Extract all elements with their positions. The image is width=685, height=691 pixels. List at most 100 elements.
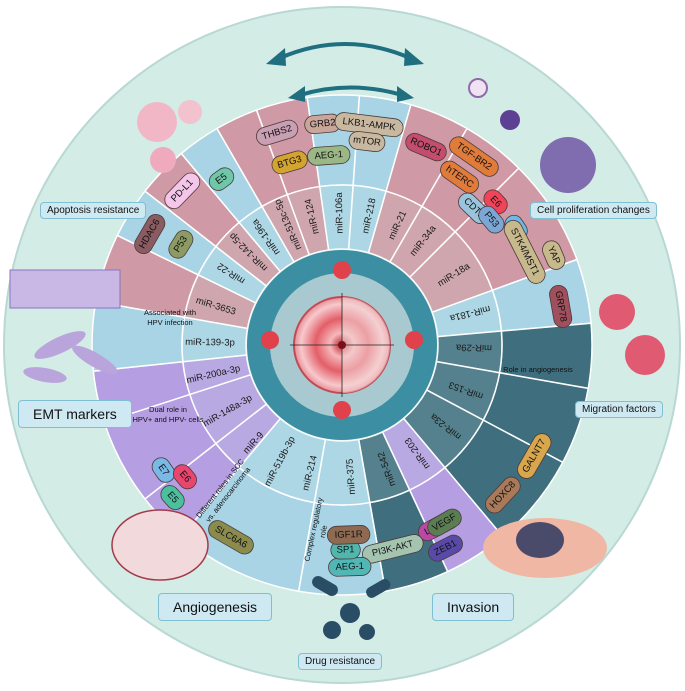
gene-badge: E6: [172, 464, 197, 490]
mirna-label: miR-106a: [334, 192, 346, 234]
gene-badge: BTG3: [271, 150, 308, 175]
gene-badge-shape: [307, 145, 351, 166]
emt-cell-row: [9, 269, 121, 309]
apoptosis-cell-3: [150, 147, 176, 173]
migration-cells-illustration: [599, 294, 665, 375]
bacteria-2: [323, 621, 341, 639]
gene-badge-shape: [208, 520, 254, 555]
arrow-middle: [299, 85, 403, 97]
gene-badge-shape: [348, 131, 386, 153]
label-migration-factors: Migration factors: [575, 401, 663, 418]
gene-badge-shape: [517, 433, 552, 479]
apoptosis-cell-2: [178, 100, 202, 124]
gene-badge-shape: [542, 240, 566, 270]
center-dot: [338, 341, 346, 349]
label-angiogenesis: Angiogenesis: [158, 593, 273, 621]
mirna-ring-sectors: [181, 184, 503, 506]
arrow-middle-right-head: [397, 86, 414, 102]
gene-badge: YAP: [542, 240, 566, 270]
mirna-sector-17: [181, 316, 249, 363]
angio-vessel-network: [111, 509, 209, 581]
emt-mesenchymal-3: [23, 367, 67, 383]
gene-badge-shape: [549, 284, 573, 328]
note-complex-line2: role: [318, 525, 329, 539]
gene-badge: P53: [168, 230, 194, 259]
gene-badge-shape: [134, 213, 166, 255]
mirna-sector-1: [318, 184, 354, 251]
bacteria-1: [340, 603, 360, 623]
virus-top: [333, 261, 351, 279]
note-angio: Role in angiogenesis: [503, 365, 573, 374]
note-hpv-line2: HPV infection: [147, 318, 192, 327]
migration-cluster-2: [625, 335, 665, 375]
migration-cluster-1: [599, 294, 635, 330]
gene-badge: E7: [151, 457, 176, 483]
mirna-sector-18: [183, 273, 257, 330]
angiogenesis-illustration: [111, 509, 209, 581]
note-dual-line2: HPV+ and HPV- cells: [132, 415, 203, 424]
gene-label: IGF1R: [334, 529, 362, 541]
gene-badge-shape: [440, 160, 480, 194]
gene-badge-shape: [255, 119, 299, 146]
label-cell-proliferation: Cell proliferation changes: [530, 202, 657, 219]
arrow-top-right-head: [404, 48, 424, 66]
gene-badge: mTOR: [348, 131, 386, 153]
mirna-sector-6: [431, 289, 503, 338]
mirna-sector-20: [214, 221, 282, 287]
gene-badge: IGF1R: [326, 525, 371, 545]
mirna-sector-9: [402, 389, 485, 469]
arrow-middle-left-head: [288, 86, 305, 102]
gene-label: AEG-1: [314, 149, 343, 162]
virus-right: [405, 331, 423, 349]
gene-badge: PI3K-AKT: [362, 534, 424, 564]
prolif-cell-1: [468, 78, 488, 98]
gene-badge: P53: [478, 205, 505, 234]
gene-badge: GALNT7: [517, 433, 552, 479]
proliferation-cells-illustration: [468, 78, 596, 193]
mirna-sector-11: [357, 431, 411, 504]
note-hpv-line1: Associated with: [144, 308, 196, 317]
prolif-cell-2: [500, 110, 520, 130]
outer-ring-sectors: [91, 94, 593, 596]
gene-badge-shape: [485, 476, 521, 514]
drug-resistance-illustration: [312, 576, 391, 640]
gene-label: mTOR: [353, 134, 382, 148]
mirna-label: miR-139-3p: [185, 337, 235, 349]
virus-bottom: [333, 401, 351, 419]
gene-badge-shape: [208, 167, 235, 191]
arrows: [266, 42, 424, 102]
mirna-sector-2: [347, 184, 388, 254]
gene-badge-shape: [405, 132, 447, 162]
gene-badge-shape: [326, 525, 371, 545]
gene-badge: VEGF: [427, 508, 462, 537]
gene-badge-shape: [449, 136, 499, 177]
gene-badge-shape: [172, 464, 197, 490]
gene-badge-shape: [160, 485, 185, 510]
bacteria-3: [359, 624, 375, 640]
mirna-label: miR-375: [344, 458, 357, 495]
arrow-top: [279, 42, 411, 60]
gene-badge: E5: [160, 485, 185, 510]
mirna-sector-8: [425, 360, 501, 422]
gene-label: E7: [156, 462, 172, 478]
apoptosis-cells-illustration: [137, 100, 202, 173]
mirna-sector-19: [197, 245, 268, 304]
gene-badge-shape: [478, 205, 505, 234]
gene-badge: LKB1-AMPK: [334, 112, 404, 138]
pill-1: [312, 576, 338, 596]
mirna-sector-10: [381, 417, 446, 492]
gene-badge-shape: [428, 534, 463, 562]
mirna-sector-22: [260, 193, 311, 263]
gene-badge-shape: [503, 220, 546, 284]
gene-badge: ZEB1: [428, 534, 463, 562]
gene-badge: E5: [208, 167, 235, 191]
invasion-illustration: [483, 518, 607, 578]
gene-label: GRP78: [552, 290, 568, 323]
virus-particles: [261, 261, 423, 419]
label-invasion: Invasion: [432, 593, 515, 621]
mirna-sector-5: [408, 230, 494, 314]
mirna-sector-16: [182, 354, 252, 396]
mirna-label: miR-29a: [455, 341, 492, 353]
